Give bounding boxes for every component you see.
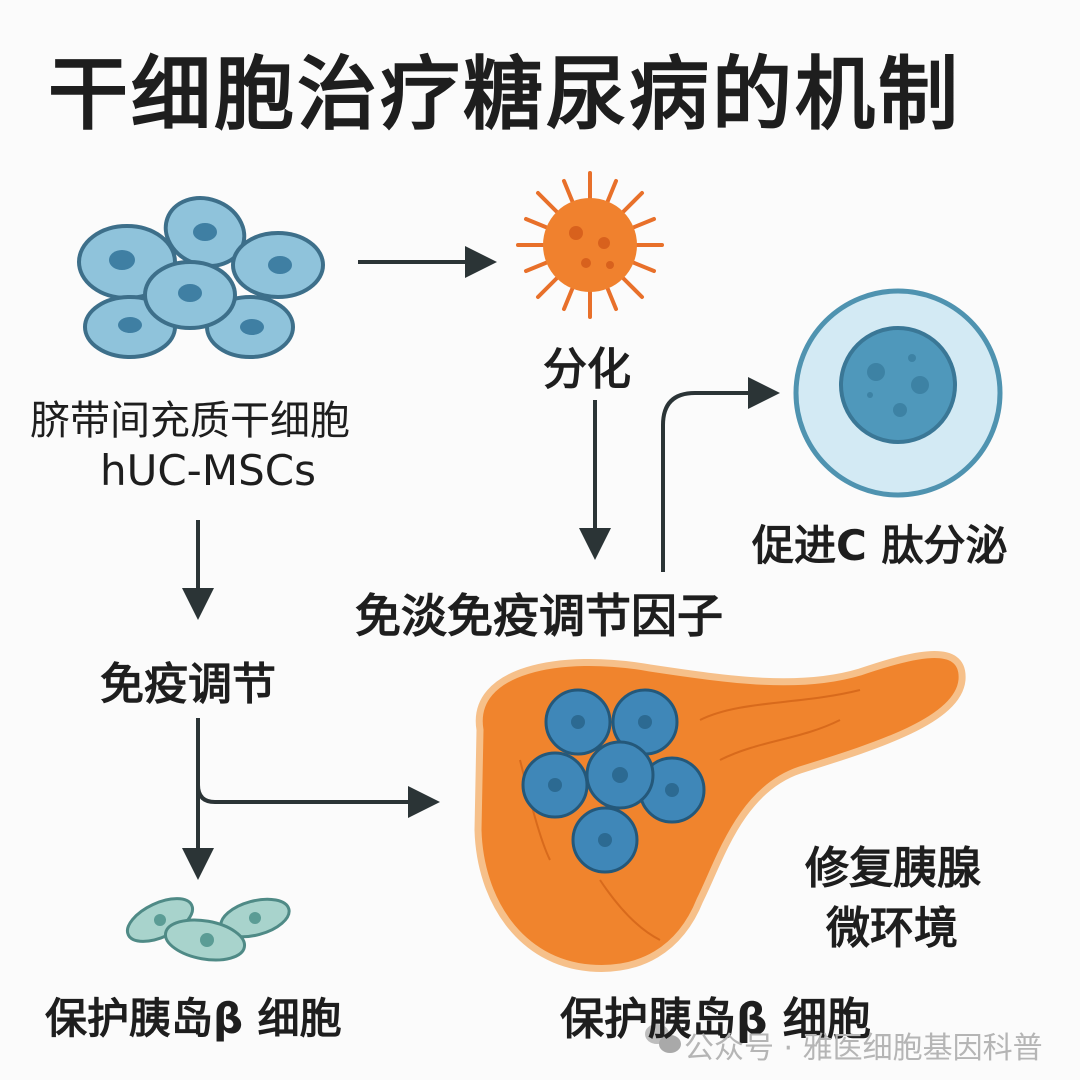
protect-label-right: 保护胰岛β 细胞	[560, 994, 871, 1045]
stem-cell-label: 脐带间充质干细胞	[30, 398, 350, 444]
protect-label-left: 保护胰岛β 细胞	[45, 994, 342, 1043]
immune-factors-label: 免淡免疫调节因子	[355, 589, 723, 643]
differentiated-cell-icon	[516, 171, 664, 319]
repair-label-line1: 修复胰腺	[805, 843, 981, 894]
arrow-to-pancreas	[196, 784, 440, 818]
beta-cell-icon	[793, 288, 1003, 498]
pancreas-icon	[474, 651, 966, 972]
protected-islet-cells-icon	[125, 897, 291, 962]
repair-label-line2: 微环境	[826, 903, 958, 954]
immune-regulation-label: 免疫调节	[100, 659, 276, 710]
differentiation-label: 分化	[543, 344, 631, 395]
wechat-icon	[645, 1024, 681, 1053]
arrow-to-c-peptide	[661, 377, 780, 572]
watermark: 公众号 · 雅医细胞基因科普	[684, 1031, 1043, 1066]
stem-cell-cluster-icon	[77, 196, 325, 359]
stem-cell-abbreviation: hUC-MSCs	[100, 446, 316, 495]
page-title: 干细胞治疗糖尿病的机制	[48, 48, 961, 141]
c-peptide-label: 促进C 肽分泌	[752, 521, 1008, 570]
